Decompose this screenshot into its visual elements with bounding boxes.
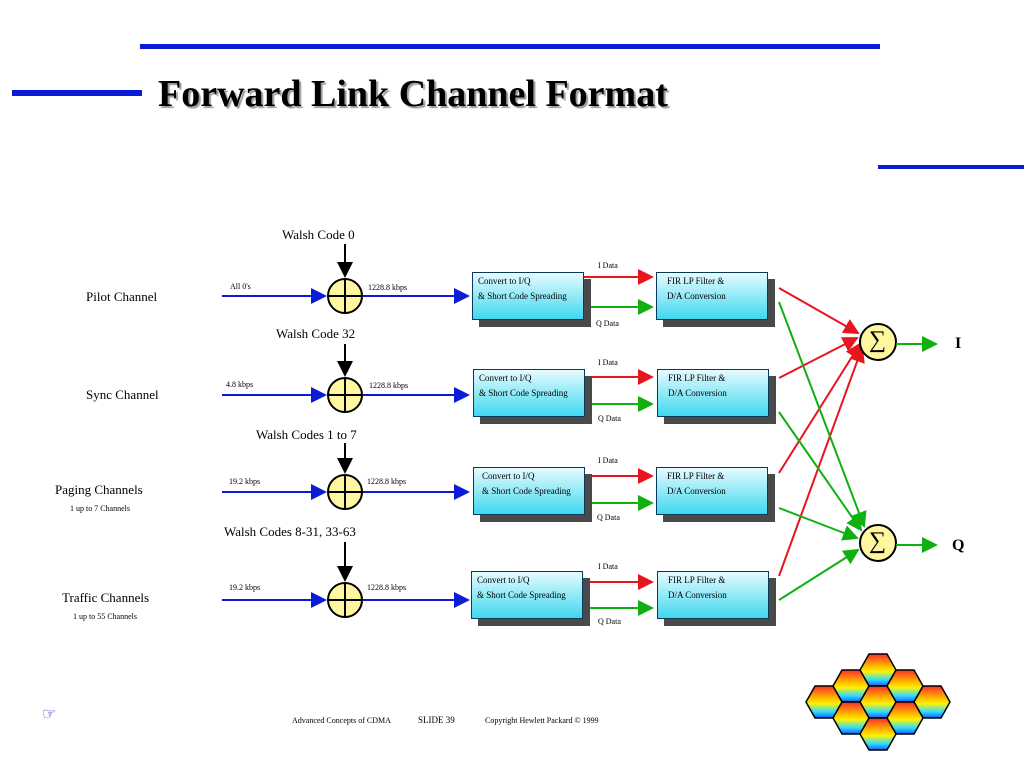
convert-box-line2: & Short Code Spreading <box>479 388 568 398</box>
filter-box-line1: FIR LP Filter & <box>667 276 725 286</box>
filter-box-pilot: FIR LP Filter & D/A Conversion <box>656 272 768 320</box>
channel-name-pilot: Pilot Channel <box>86 289 158 304</box>
filter-box-line1: FIR LP Filter & <box>668 373 726 383</box>
filter-box-line2: D/A Conversion <box>668 590 727 600</box>
output-i-label: I <box>955 335 962 352</box>
convert-box-line2: & Short Code Spreading <box>477 590 566 600</box>
row-sync-wires <box>222 344 654 413</box>
pointing-hand-icon[interactable]: ☞ <box>42 706 57 723</box>
convert-box-line2: & Short Code Spreading <box>478 291 567 301</box>
row-traffic-wires <box>222 542 654 618</box>
channel-sub-traffic: 1 up to 55 Channels <box>73 612 137 621</box>
channel-sub-paging: 1 up to 7 Channels <box>70 504 130 513</box>
i-summer-sigma: ∑ <box>869 327 887 353</box>
input-rate-sync: 4.8 kbps <box>226 380 254 389</box>
input-rate-paging: 19.2 kbps <box>229 477 261 486</box>
i-data-label-pilot: I Data <box>598 261 618 270</box>
channel-name-traffic: Traffic Channels <box>62 590 150 605</box>
convert-box-line1: Convert to I/Q <box>482 471 535 481</box>
filter-box-line1: FIR LP Filter & <box>668 575 726 585</box>
slide-title: Forward Link Channel Format <box>158 73 668 115</box>
filter-box-line1: FIR LP Filter & <box>667 471 725 481</box>
top-rule <box>140 44 880 49</box>
summing-wires <box>778 287 938 601</box>
q-data-label-pilot: Q Data <box>596 319 619 328</box>
spread-rate-sync: 1228.8 kbps <box>369 381 409 390</box>
q-data-label-paging: Q Data <box>597 513 620 522</box>
convert-box-line1: Convert to I/Q <box>479 373 532 383</box>
title-accent-bar <box>12 90 142 96</box>
convert-box-pilot: Convert to I/Q & Short Code Spreading <box>472 272 584 320</box>
i-data-label-sync: I Data <box>598 358 618 367</box>
input-rate-pilot: All 0's <box>230 282 251 291</box>
channel-name-sync: Sync Channel <box>86 387 159 402</box>
q-summer-sigma: ∑ <box>869 528 887 554</box>
walsh-label-traffic: Walsh Codes 8-31, 33-63 <box>224 524 356 539</box>
right-accent-bar <box>878 165 1024 169</box>
q-data-label-sync: Q Data <box>598 414 621 423</box>
convert-box-line2: & Short Code Spreading <box>482 486 571 496</box>
filter-box-paging: FIR LP Filter & D/A Conversion <box>656 467 768 515</box>
convert-box-sync: Convert to I/Q & Short Code Spreading <box>473 369 585 417</box>
input-rate-traffic: 19.2 kbps <box>229 583 261 592</box>
convert-box-line1: Convert to I/Q <box>477 575 530 585</box>
convert-box-paging: Convert to I/Q & Short Code Spreading <box>473 467 585 515</box>
spread-rate-pilot: 1228.8 kbps <box>368 283 408 292</box>
filter-box-traffic: FIR LP Filter & D/A Conversion <box>657 571 769 619</box>
convert-box-line1: Convert to I/Q <box>478 276 531 286</box>
channel-name-paging: Paging Channels <box>55 482 143 497</box>
output-q-label: Q <box>952 537 965 554</box>
walsh-label-pilot: Walsh Code 0 <box>282 227 355 242</box>
filter-box-line2: D/A Conversion <box>668 388 727 398</box>
walsh-label-sync: Walsh Code 32 <box>276 326 356 341</box>
row-paging-wires <box>222 443 654 511</box>
footer-course: Advanced Concepts of CDMA <box>292 716 391 725</box>
footer-copyright: Copyright Hewlett Packard © 1999 <box>485 716 599 725</box>
row-pilot-wires <box>222 244 654 315</box>
filter-box-sync: FIR LP Filter & D/A Conversion <box>657 369 769 417</box>
filter-box-line2: D/A Conversion <box>667 291 726 301</box>
spread-rate-traffic: 1228.8 kbps <box>367 583 407 592</box>
i-data-label-traffic: I Data <box>598 562 618 571</box>
q-data-label-traffic: Q Data <box>598 617 621 626</box>
filter-box-line2: D/A Conversion <box>667 486 726 496</box>
convert-box-traffic: Convert to I/Q & Short Code Spreading <box>471 571 583 619</box>
spread-rate-paging: 1228.8 kbps <box>367 477 407 486</box>
i-data-label-paging: I Data <box>598 456 618 465</box>
footer-slide-number: SLIDE 39 <box>418 715 455 725</box>
walsh-label-paging: Walsh Codes 1 to 7 <box>256 427 357 442</box>
